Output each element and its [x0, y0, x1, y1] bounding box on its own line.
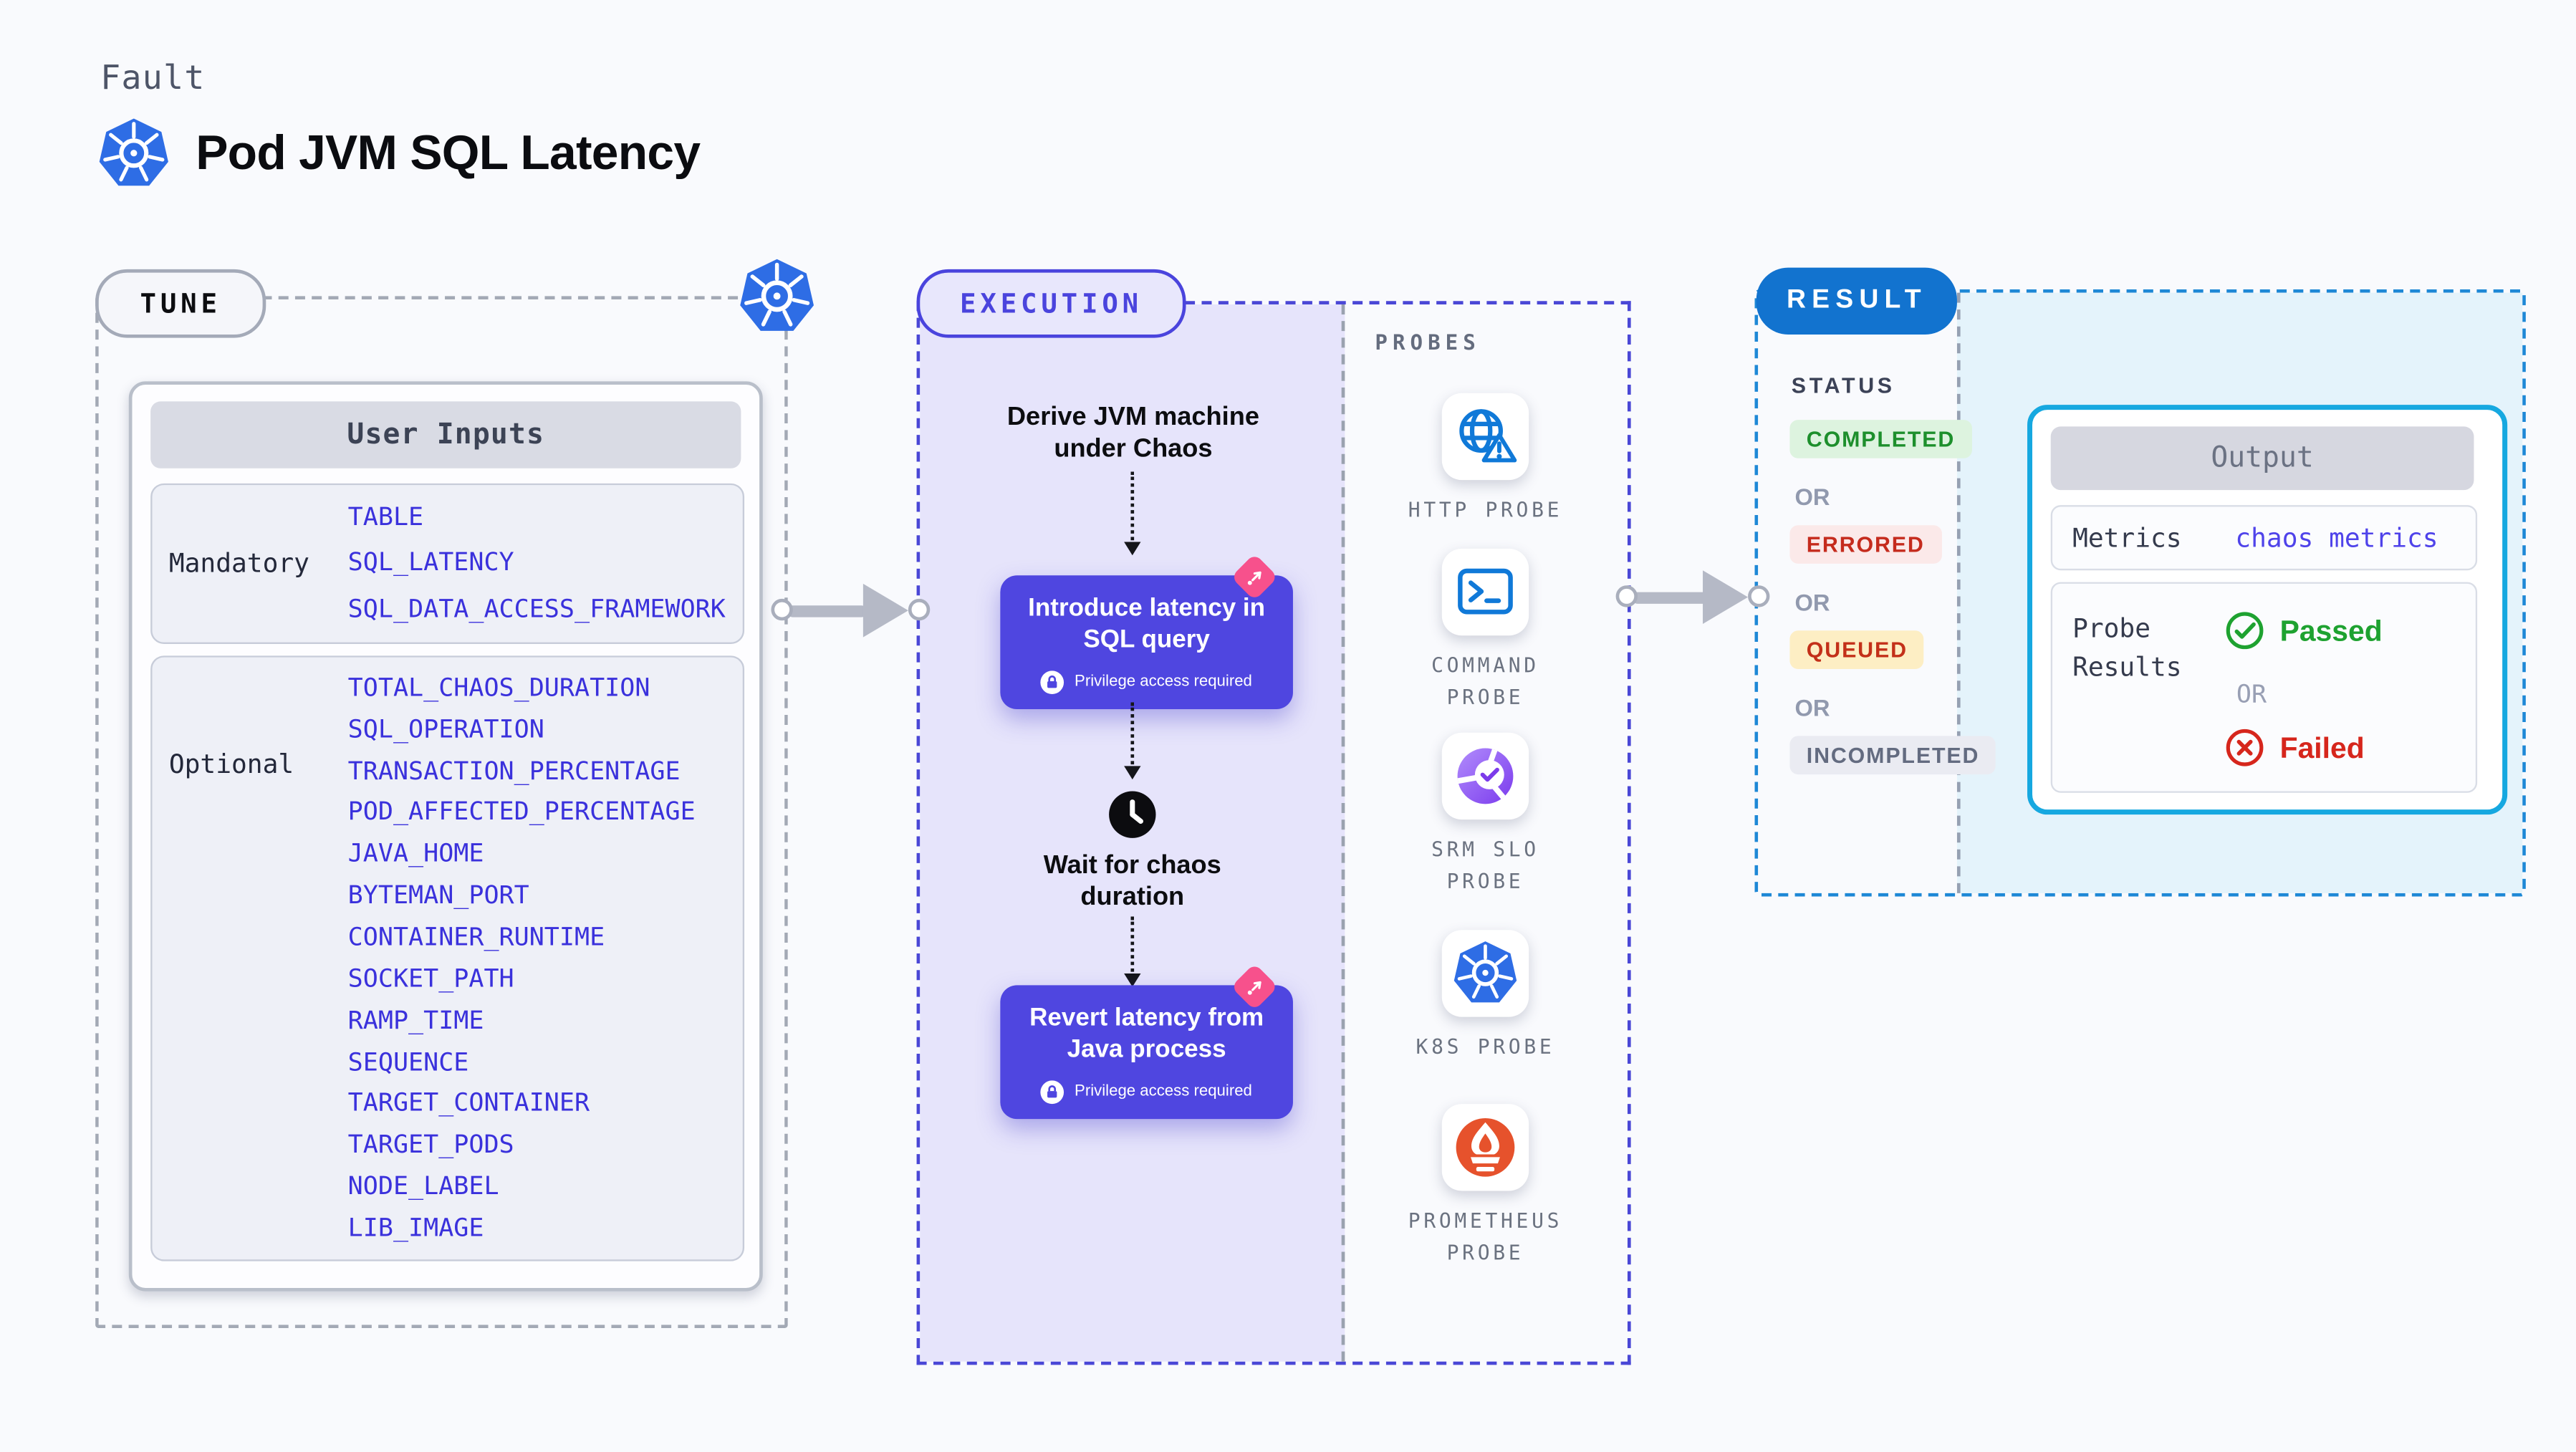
result-section-box: STATUS COMPLETED OR ERRORED OR QUEUED OR…	[1754, 289, 2526, 897]
param-name: CONTAINER_RUNTIME	[347, 921, 605, 952]
status-badge-queued: QUEUED	[1789, 630, 1925, 669]
execution-to-result-arrow	[1614, 570, 1773, 624]
status-label: STATUS	[1791, 372, 1895, 398]
param-name: NODE_LABEL	[347, 1170, 499, 1201]
page-title-row: Pod JVM SQL Latency	[97, 117, 701, 191]
param-name: SEQUENCE	[347, 1046, 469, 1077]
x-circle-icon	[2225, 728, 2265, 768]
probe-item: K8S PROBE	[1360, 930, 1610, 1063]
param-name: TARGET_CONTAINER	[347, 1087, 590, 1118]
step-introduce-box: Introduce latency in SQL query Privilege…	[1000, 575, 1293, 708]
probe-label: SRM SLO PROBE	[1431, 837, 1539, 893]
param-name: TOTAL_CHAOS_DURATION	[347, 672, 650, 703]
probe-card	[1441, 1104, 1529, 1191]
probe-card	[1441, 548, 1529, 636]
param-name: TABLE	[347, 501, 424, 532]
flow-connector-arrow	[1123, 702, 1141, 780]
status-badge-completed: COMPLETED	[1789, 420, 1972, 458]
output-card: Output Metrics chaos metrics Probe Resul…	[2027, 405, 2508, 815]
probe-label: PROMETHEUS PROBE	[1408, 1209, 1563, 1264]
probe-result-passed: Passed	[2225, 610, 2383, 650]
user-inputs-card: User Inputs Mandatory TABLE SQL_LATENCY …	[128, 381, 763, 1292]
globe-alert-icon	[1452, 403, 1519, 470]
slo-check-icon	[1452, 743, 1519, 809]
check-circle-icon	[2225, 610, 2265, 650]
param-name: JAVA_HOME	[347, 838, 484, 869]
probe-card	[1441, 930, 1529, 1017]
result-section-pill: RESULT	[1756, 267, 1957, 335]
param-name: SQL_LATENCY	[347, 547, 514, 578]
status-badge-errored: ERRORED	[1789, 525, 1942, 564]
execution-section-box: PROBES HTTP PROBE COMMAND PROBE SRM SLO …	[916, 301, 1631, 1365]
metrics-value: chaos metrics	[2235, 522, 2438, 553]
param-name: SQL_DATA_ACCESS_FRAMEWORK	[347, 593, 726, 624]
privilege-note: Privilege access required	[1075, 1082, 1252, 1101]
tune-to-execution-arrow	[769, 583, 931, 638]
metrics-row: Metrics chaos metrics	[2050, 505, 2478, 571]
or-separator: OR	[1794, 588, 1830, 616]
status-badge-incompleted: INCOMPLETED	[1789, 736, 1996, 775]
lock-icon	[1041, 670, 1065, 693]
probe-card	[1441, 732, 1529, 820]
kubernetes-icon	[1452, 940, 1519, 1006]
kubernetes-icon	[738, 258, 817, 337]
probe-result-failed: Failed	[2225, 728, 2365, 768]
optional-params-group: Optional TOTAL_CHAOS_DURATION SQL_OPERAT…	[150, 655, 745, 1261]
probes-panel-title: PROBES	[1375, 329, 1481, 355]
mandatory-label: Mandatory	[168, 548, 309, 579]
execution-section-pill: EXECUTION	[916, 269, 1186, 338]
terminal-icon	[1453, 560, 1517, 624]
flow-connector-arrow	[1123, 471, 1141, 556]
param-name: POD_AFFECTED_PERCENTAGE	[347, 797, 696, 827]
param-name: SQL_OPERATION	[347, 713, 544, 744]
probe-label: HTTP PROBE	[1408, 498, 1563, 522]
or-separator: OR	[1794, 483, 1830, 511]
probe-results-label: Probe Results	[2072, 613, 2182, 683]
step-revert-text: Revert latency from Java process	[1029, 1004, 1264, 1064]
kubernetes-icon	[97, 117, 170, 191]
probe-item: COMMAND PROBE	[1360, 548, 1610, 713]
tune-section-box	[95, 296, 788, 1328]
step-wait-text: Wait for chaos duration	[1043, 851, 1221, 913]
clock-icon	[1107, 789, 1158, 840]
probe-label: COMMAND PROBE	[1431, 653, 1539, 709]
output-header: Output	[2050, 426, 2474, 491]
prometheus-icon	[1452, 1114, 1519, 1181]
param-name: RAMP_TIME	[347, 1004, 484, 1035]
mandatory-params-group: Mandatory TABLE SQL_LATENCY SQL_DATA_ACC…	[150, 483, 745, 644]
or-separator: OR	[1794, 694, 1830, 721]
param-name: TARGET_PODS	[347, 1129, 514, 1160]
fault-kicker: Fault	[100, 57, 206, 97]
probe-card	[1441, 393, 1529, 481]
failed-label: Failed	[2279, 730, 2365, 764]
probe-item: PROMETHEUS PROBE	[1360, 1104, 1610, 1268]
page-title: Pod JVM SQL Latency	[196, 126, 701, 181]
metrics-label: Metrics	[2072, 522, 2182, 553]
param-name: BYTEMAN_PORT	[347, 880, 529, 910]
or-separator: OR	[2236, 679, 2267, 710]
tune-section-pill: TUNE	[95, 269, 266, 338]
step-introduce-text: Introduce latency in SQL query	[1028, 593, 1266, 654]
step-revert-box: Revert latency from Java process Privile…	[1000, 985, 1293, 1118]
param-name: LIB_IMAGE	[347, 1212, 484, 1243]
param-name: SOCKET_PATH	[347, 963, 514, 994]
probe-item: HTTP PROBE	[1360, 393, 1610, 527]
probe-item: SRM SLO PROBE	[1360, 732, 1610, 897]
user-inputs-header: User Inputs	[150, 401, 741, 468]
optional-label: Optional	[168, 749, 294, 780]
flow-connector-arrow	[1123, 916, 1141, 987]
param-name: TRANSACTION_PERCENTAGE	[347, 755, 681, 786]
lock-icon	[1041, 1080, 1065, 1103]
privilege-note: Privilege access required	[1075, 672, 1252, 691]
passed-label: Passed	[2279, 612, 2383, 647]
probe-label: K8S PROBE	[1416, 1035, 1555, 1059]
step-derive-text: Derive JVM machine under Chaos	[1006, 403, 1259, 464]
probe-results-row: Probe Results Passed OR Failed	[2050, 582, 2478, 793]
